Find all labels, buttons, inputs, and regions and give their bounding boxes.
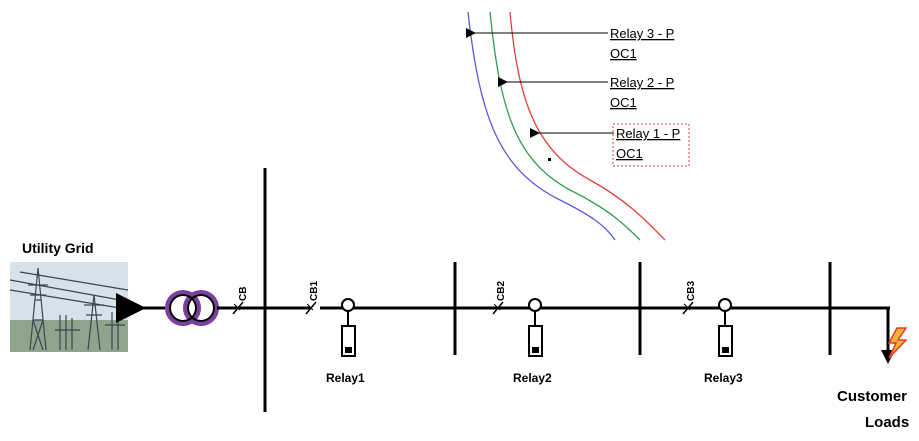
cb-main[interactable]: CB: [232, 287, 249, 315]
current-transformer-icon: [718, 298, 732, 312]
current-transformer-icon: [528, 298, 542, 312]
curve-label-relay3-line2: OC1: [610, 46, 637, 61]
cb3-label: CB3: [686, 281, 697, 301]
curve-relay3: [467, 11, 616, 241]
curve-point-marker: [548, 158, 551, 161]
relay3-label: Relay3: [704, 371, 743, 385]
curve-label-relay2-line1: Relay 2 - P: [610, 75, 674, 90]
tower-photo: [9, 262, 129, 352]
cb1-label: CB1: [309, 281, 320, 301]
curve-relay1: [509, 11, 666, 241]
curve-label-relay2-line2: OC1: [610, 95, 637, 110]
cb2-label: CB2: [496, 281, 507, 301]
relay2-label: Relay2: [513, 371, 552, 385]
current-transformer-icon: [341, 298, 355, 312]
relay1[interactable]: [341, 298, 356, 357]
curve-label-relay3-line1: Relay 3 - P: [610, 26, 674, 41]
transformer-icon: [165, 290, 219, 326]
curve-label-relay1-line2: OC1: [616, 146, 643, 161]
cb2[interactable]: CB2: [492, 281, 507, 315]
selected-curve-box[interactable]: [612, 123, 690, 167]
customer-loads-line2: Loads: [865, 414, 909, 431]
cb-main-label: CB: [238, 287, 249, 301]
curve-label-relay1-line1: Relay 1 - P: [616, 126, 680, 141]
relay3[interactable]: [718, 298, 733, 357]
relay2[interactable]: [528, 298, 543, 357]
cb1[interactable]: CB1: [305, 281, 320, 315]
tcc-curves: Relay 3 - P OC1 Relay 2 - P OC1 Relay 1 …: [466, 11, 690, 241]
lightning-icon: [887, 327, 908, 359]
relay1-label: Relay1: [326, 371, 365, 385]
cb3[interactable]: CB3: [682, 281, 697, 315]
utility-grid-label: Utility Grid: [22, 240, 94, 256]
customer-loads-line1: Customer: [837, 388, 907, 405]
